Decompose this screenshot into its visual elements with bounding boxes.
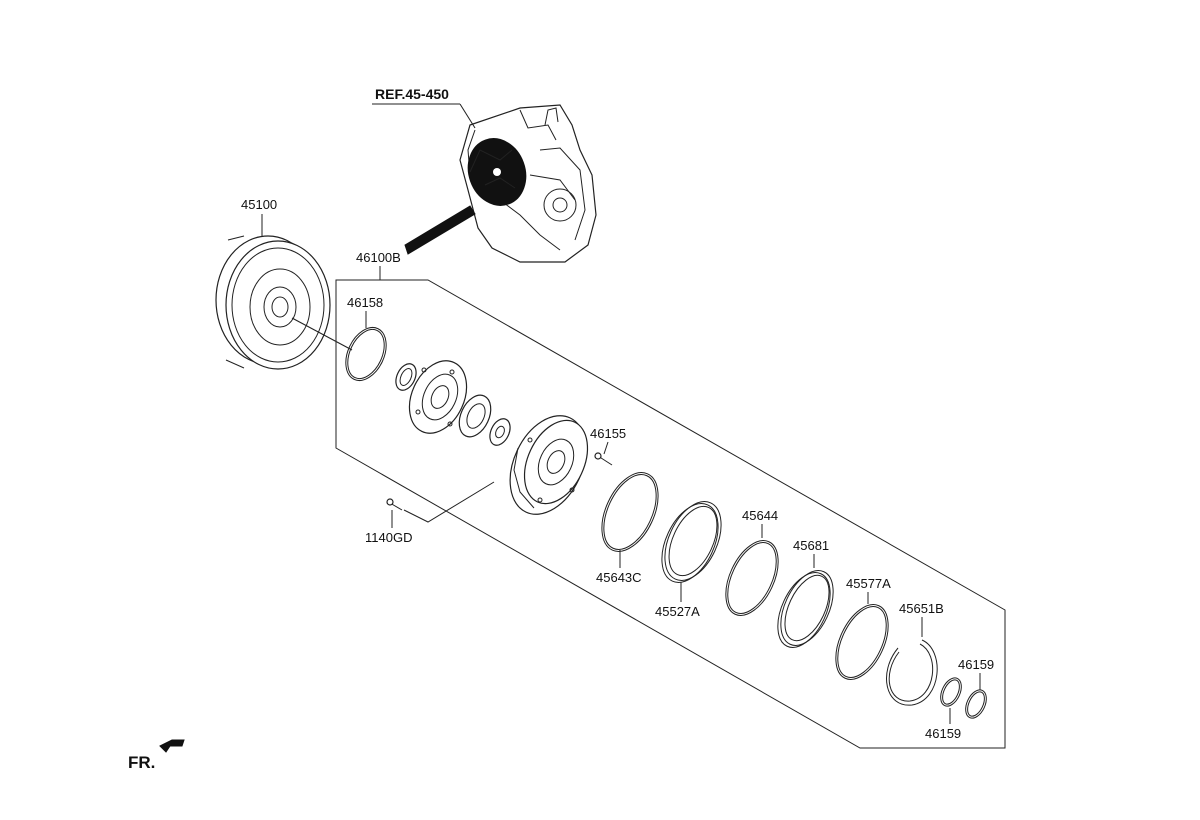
part-label-46155: 46155 xyxy=(590,426,626,441)
o-ring-46159-a xyxy=(940,677,962,707)
front-indicator-label: FR. xyxy=(128,753,155,772)
snap-ring-45651B xyxy=(886,639,938,706)
part-label-45577A: 45577A xyxy=(846,576,891,591)
transmission-assembly-drawing xyxy=(372,103,597,263)
ring-45681 xyxy=(777,572,831,648)
part-label-45527A: 45527A xyxy=(655,604,700,619)
seal-ring-45577A xyxy=(835,604,889,680)
part-label-45681: 45681 xyxy=(793,538,829,553)
pump-body xyxy=(509,415,589,515)
front-direction-indicator: FR. xyxy=(128,739,185,772)
pump-cover-plate xyxy=(408,360,468,434)
part-label-46100B: 46100B xyxy=(356,250,401,265)
part-label-46159-upper: 46159 xyxy=(958,657,994,672)
part-label-45100: 45100 xyxy=(241,197,277,212)
part-label-45651B: 45651B xyxy=(899,601,944,616)
oil-pump-assembly-outline xyxy=(335,279,1006,749)
part-label-45643C: 45643C xyxy=(596,570,642,585)
o-ring-46158 xyxy=(345,327,387,381)
bolt-46155 xyxy=(594,452,613,466)
piston-45527A xyxy=(661,503,719,583)
part-label-46158: 46158 xyxy=(347,295,383,310)
torque-converter-part xyxy=(215,235,331,370)
o-ring-46159-b xyxy=(965,689,987,719)
bolt-1140GD xyxy=(386,498,403,511)
seal-ring-45644 xyxy=(725,540,779,616)
part-label-1140GD: 1140GD xyxy=(365,530,412,545)
part-label-45644: 45644 xyxy=(742,508,778,523)
part-label-46159-lower: 46159 xyxy=(925,726,961,741)
reference-label: REF.45-450 xyxy=(375,86,449,102)
seal-ring-45643C xyxy=(601,472,659,552)
inner-gear xyxy=(489,418,511,446)
